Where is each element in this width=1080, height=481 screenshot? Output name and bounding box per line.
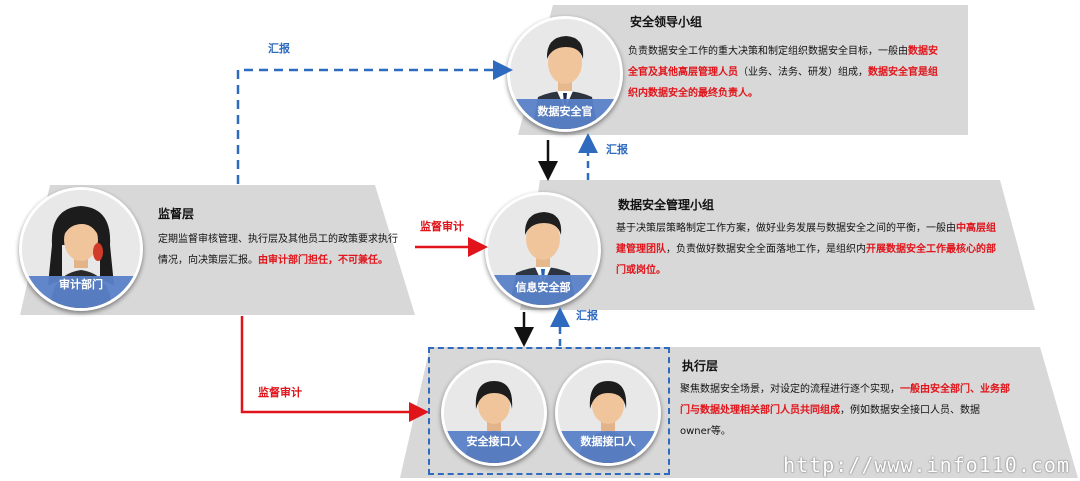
- avatar-security-interface: 安全接口人: [441, 360, 547, 466]
- execution-group-box: [428, 347, 670, 475]
- leadership-desc: 负责数据安全工作的重大决策和制定组织数据安全目标，一般由数据安全官及其他高层管理…: [628, 46, 938, 99]
- label-report-low: 汇报: [576, 309, 598, 322]
- role-label-audit: 审计部门: [59, 278, 103, 291]
- supervision-title: 监督层: [158, 207, 195, 221]
- role-label-security-interface: 安全接口人: [466, 435, 522, 448]
- execution-desc: 聚焦数据安全场景，对设定的流程进行逐个实现，一般由安全部门、业务部门与数据处理相…: [680, 384, 1010, 437]
- watermark: http://www.info110.com: [783, 453, 1070, 477]
- execution-title: 执行层: [682, 359, 719, 373]
- management-desc: 基于决策层策略制定工作方案，做好业务发展与数据安全之间的平衡，一般由中高层组建管…: [616, 223, 996, 276]
- avatar-data-security-officer: 数据安全官: [507, 16, 623, 132]
- label-report-top: 汇报: [268, 42, 290, 55]
- supervision-desc: 定期监督审核管理、执行层及其他员工的政策要求执行情况，向决策层汇报。由审计部门担…: [158, 234, 398, 266]
- label-audit-mid: 监督审计: [420, 220, 464, 233]
- label-audit-low: 监督审计: [258, 386, 302, 399]
- avatar-audit-dept: 审计部门: [19, 187, 143, 311]
- role-label-data-interface: 数据接口人: [580, 435, 636, 448]
- role-label-info-dept: 信息安全部: [515, 281, 571, 294]
- leadership-panel: 安全领导小组 负责数据安全工作的重大决策和制定组织数据安全目标，一般由数据安全官…: [518, 5, 968, 135]
- management-title: 数据安全管理小组: [618, 198, 715, 212]
- avatar-info-security-dept: 信息安全部: [485, 192, 601, 308]
- management-panel: 数据安全管理小组 基于决策层策略制定工作方案，做好业务发展与数据安全之间的平衡，…: [520, 180, 1035, 310]
- label-report-mid: 汇报: [606, 143, 628, 156]
- role-label-officer: 数据安全官: [537, 105, 593, 118]
- leadership-title: 安全领导小组: [630, 15, 703, 29]
- avatar-data-interface: 数据接口人: [555, 360, 661, 466]
